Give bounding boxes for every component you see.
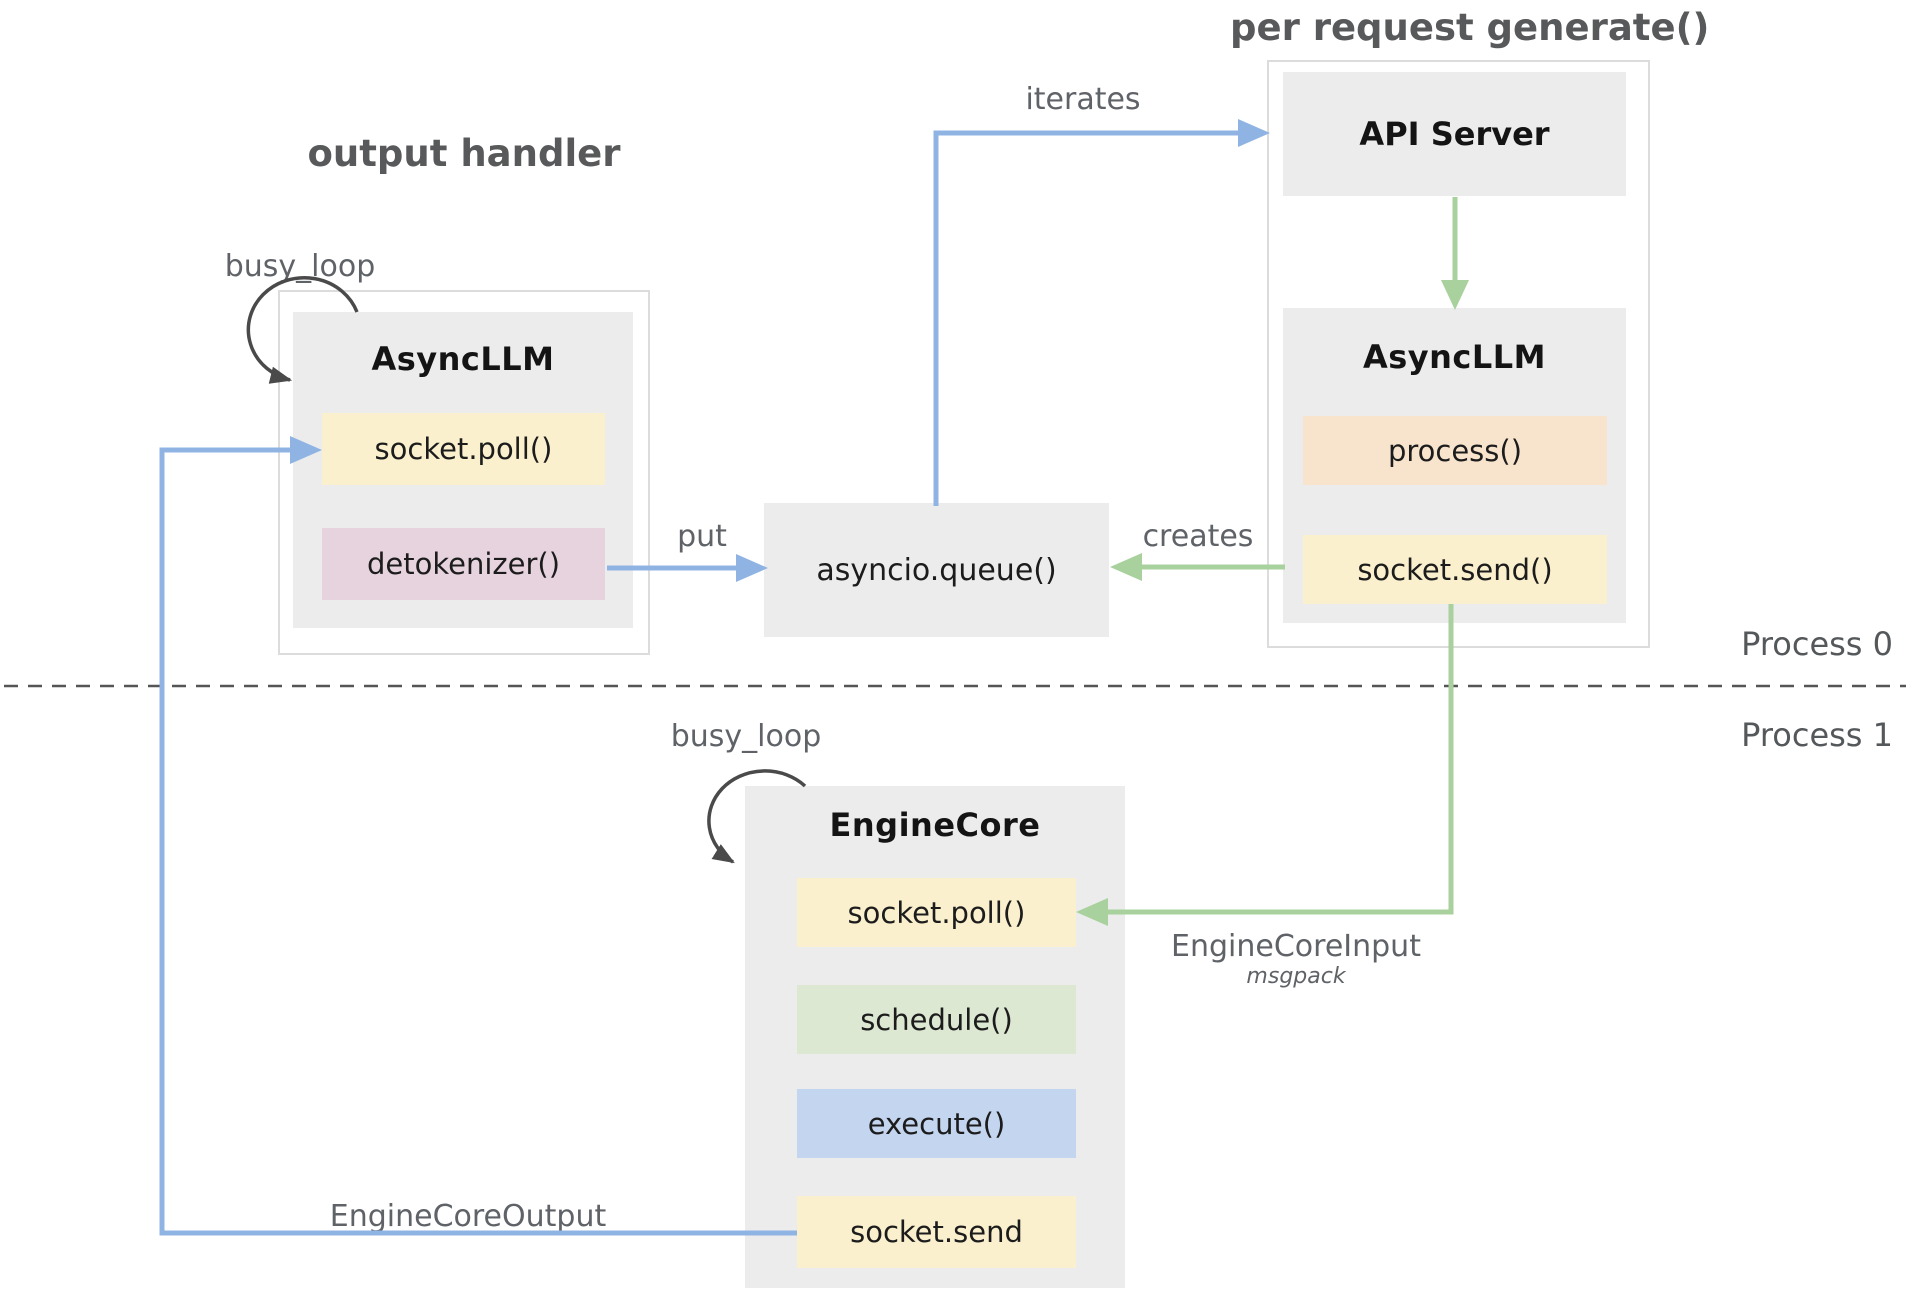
process-chip: process()	[1303, 416, 1607, 485]
schedule-chip: schedule()	[797, 985, 1076, 1054]
put-label: put	[677, 519, 727, 554]
busy-loop-left-label: busy_loop	[224, 249, 376, 284]
api-server-box: API Server	[1283, 72, 1626, 196]
iterates-arrowhead-icon	[1238, 119, 1270, 147]
process-0-label: Process 0	[1741, 625, 1893, 663]
async-llm-left-title: AsyncLLM	[371, 340, 555, 378]
msgpack-label: msgpack	[1246, 964, 1346, 989]
per-request-generate-title: per request generate()	[1230, 6, 1710, 49]
engine-core-output-label: EngineCoreOutput	[329, 1199, 607, 1234]
busy-loop-engine-label: busy_loop	[670, 719, 822, 754]
socket-send-right-chip: socket.send()	[1303, 535, 1607, 604]
engine-core-input-label: EngineCoreInput	[1171, 929, 1421, 964]
engine-socket-poll-chip: socket.poll()	[797, 878, 1076, 947]
process-1-label: Process 1	[1741, 716, 1893, 754]
creates-label: creates	[1142, 519, 1254, 554]
api-server-title: API Server	[1359, 115, 1550, 153]
async-llm-right-title: AsyncLLM	[1362, 338, 1547, 376]
iterates-label: iterates	[1025, 82, 1141, 117]
socket-poll-left-chip: socket.poll()	[322, 413, 605, 485]
creates-arrowhead-icon	[1110, 553, 1142, 581]
asyncio-queue-box: asyncio.queue()	[764, 503, 1109, 637]
engine-core-input-arrow-line	[1106, 604, 1454, 915]
iterates-arrow-line	[933, 130, 1240, 506]
output-handler-title: output handler	[307, 132, 621, 175]
execute-chip: execute()	[797, 1089, 1076, 1158]
engine-core-title: EngineCore	[829, 806, 1041, 844]
engine-socket-send-chip: socket.send	[797, 1196, 1076, 1268]
detokenizer-chip: detokenizer()	[322, 528, 605, 600]
